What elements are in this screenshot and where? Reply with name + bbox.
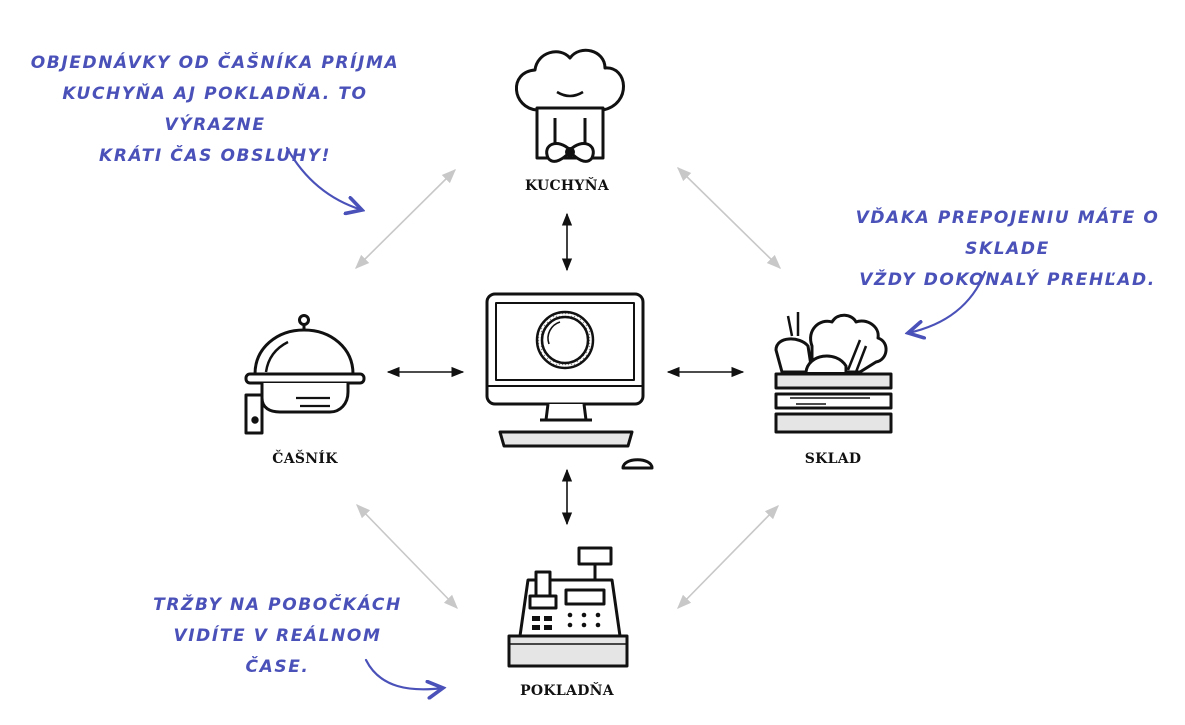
secondary-connections — [354, 166, 782, 610]
arrow-waiter-register — [355, 503, 459, 610]
note-pointers — [285, 146, 987, 689]
note-bottom-left: TRŽBY NA POBOČKÁCH VIDÍTE V REÁLNOM ČASE… — [140, 590, 415, 683]
chef-hat-icon — [515, 48, 625, 163]
node-label-waiter: ČAŠNÍK — [272, 451, 338, 467]
computer-monitor-icon — [485, 292, 654, 470]
note-line: OBJEDNÁVKY OD ČAŠNÍKA PRÍJMA — [30, 53, 400, 73]
node-label-warehouse: SKLAD — [804, 451, 862, 467]
note-line: VĎAKA PREPOJENIU MÁTE O SKLADE — [855, 208, 1160, 259]
node-label-kitchen: KUCHYŇA — [524, 178, 609, 194]
arrow-kitchen-waiter — [354, 168, 457, 270]
note-line: VŽDY DOKONALÝ PREHĽAD. — [859, 270, 1156, 290]
node-label-register: POKLADŇA — [520, 683, 614, 699]
pointer-top-left — [285, 146, 362, 210]
note-line: TRŽBY NA POBOČKÁCH — [153, 595, 402, 615]
note-top-left: OBJEDNÁVKY OD ČAŠNÍKA PRÍJMA KUCHYŇA AJ … — [20, 48, 410, 172]
note-line: VIDÍTE V REÁLNOM ČASE. — [173, 626, 382, 677]
vegetable-crate-icon — [774, 312, 893, 434]
cash-register-icon — [507, 546, 629, 668]
main-connections — [386, 212, 745, 526]
note-line: KUCHYŇA AJ POKLADŇA. TO VÝRAZNE — [62, 84, 368, 135]
serving-cloche-icon — [244, 314, 366, 435]
pointer-right — [908, 270, 987, 333]
note-line: KRÁTI ČAS OBSLUHY! — [99, 146, 331, 166]
arrow-warehouse-register — [676, 504, 780, 610]
arrow-kitchen-warehouse — [676, 166, 782, 270]
note-right: VĎAKA PREPOJENIU MÁTE O SKLADE VŽDY DOKO… — [830, 203, 1185, 296]
pointer-bottom-left — [364, 658, 443, 689]
